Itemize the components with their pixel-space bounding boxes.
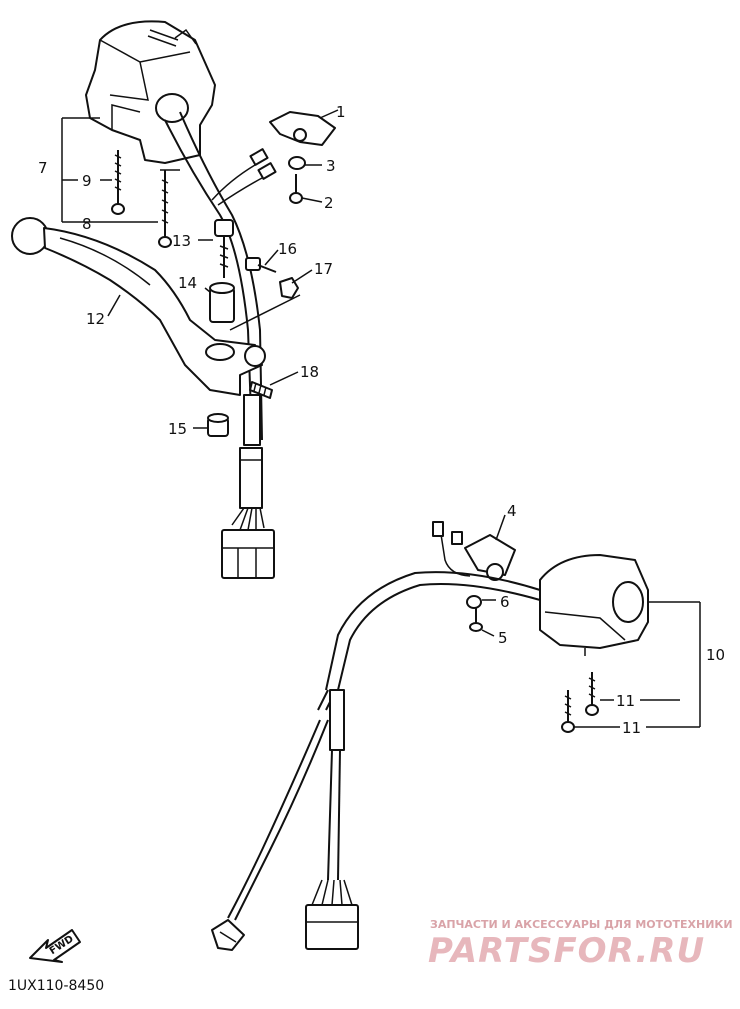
callout-16: 16 <box>278 240 297 258</box>
callout-8: 8 <box>82 215 92 233</box>
screw-11-upper <box>585 672 599 716</box>
nut-15 <box>207 413 229 437</box>
screw-8 <box>158 170 172 248</box>
callout-3: 3 <box>326 157 336 175</box>
callout-6: 6 <box>500 593 510 611</box>
screw-18 <box>249 381 273 399</box>
nut-17 <box>279 277 299 299</box>
callout-15: 15 <box>168 420 187 438</box>
callout-17: 17 <box>314 260 333 278</box>
fwd-arrow: FWD <box>29 929 81 963</box>
right-switch-cable <box>227 571 541 921</box>
screw-9 <box>111 150 125 215</box>
callout-14: 14 <box>178 274 197 292</box>
diagram-code: 1UX110-8450 <box>8 978 104 994</box>
callout-4: 4 <box>507 502 517 520</box>
bolt-16 <box>245 257 277 273</box>
callout-18: 18 <box>300 363 319 381</box>
watermark-subtitle: ЗАПЧАСТИ И АКСЕССУАРЫ ДЛЯ МОТОТЕХНИКИ <box>430 918 733 931</box>
leader-lines-left <box>107 109 339 429</box>
left-switch-housing <box>85 20 216 164</box>
screw-5 <box>469 608 483 632</box>
callout-2: 2 <box>324 194 334 212</box>
bolt-13 <box>214 219 234 278</box>
washer-6 <box>466 595 482 609</box>
callout-9: 9 <box>82 172 92 190</box>
screw-2 <box>289 174 303 204</box>
left-switch-cable <box>164 111 263 509</box>
bracket-7 <box>61 117 180 223</box>
left-connector <box>221 507 275 579</box>
leader-lines-right <box>481 514 701 728</box>
right-connector-large <box>305 879 359 950</box>
callout-12: 12 <box>86 310 105 328</box>
right-connector-small <box>211 919 245 951</box>
washer-3 <box>288 156 306 170</box>
clutch-switch-leads <box>211 148 277 206</box>
callout-7: 7 <box>38 159 48 177</box>
callout-13: 13 <box>172 232 191 250</box>
switch-1 <box>269 111 336 146</box>
collar-14 <box>209 282 235 323</box>
callout-1: 1 <box>336 103 346 121</box>
callout-11-upper: 11 <box>616 692 635 710</box>
watermark-logo: PARTSFOR.RU <box>428 931 705 971</box>
screw-11-lower <box>561 690 575 733</box>
right-switch-housing <box>539 554 649 656</box>
callout-labels: 1 2 3 4 5 6 7 8 9 10 11 11 12 13 14 15 1… <box>38 103 725 737</box>
callout-11-lower: 11 <box>622 719 641 737</box>
callout-10: 10 <box>706 646 725 664</box>
callout-5: 5 <box>498 629 508 647</box>
switch-4 <box>432 521 516 581</box>
clutch-lever <box>11 217 266 396</box>
